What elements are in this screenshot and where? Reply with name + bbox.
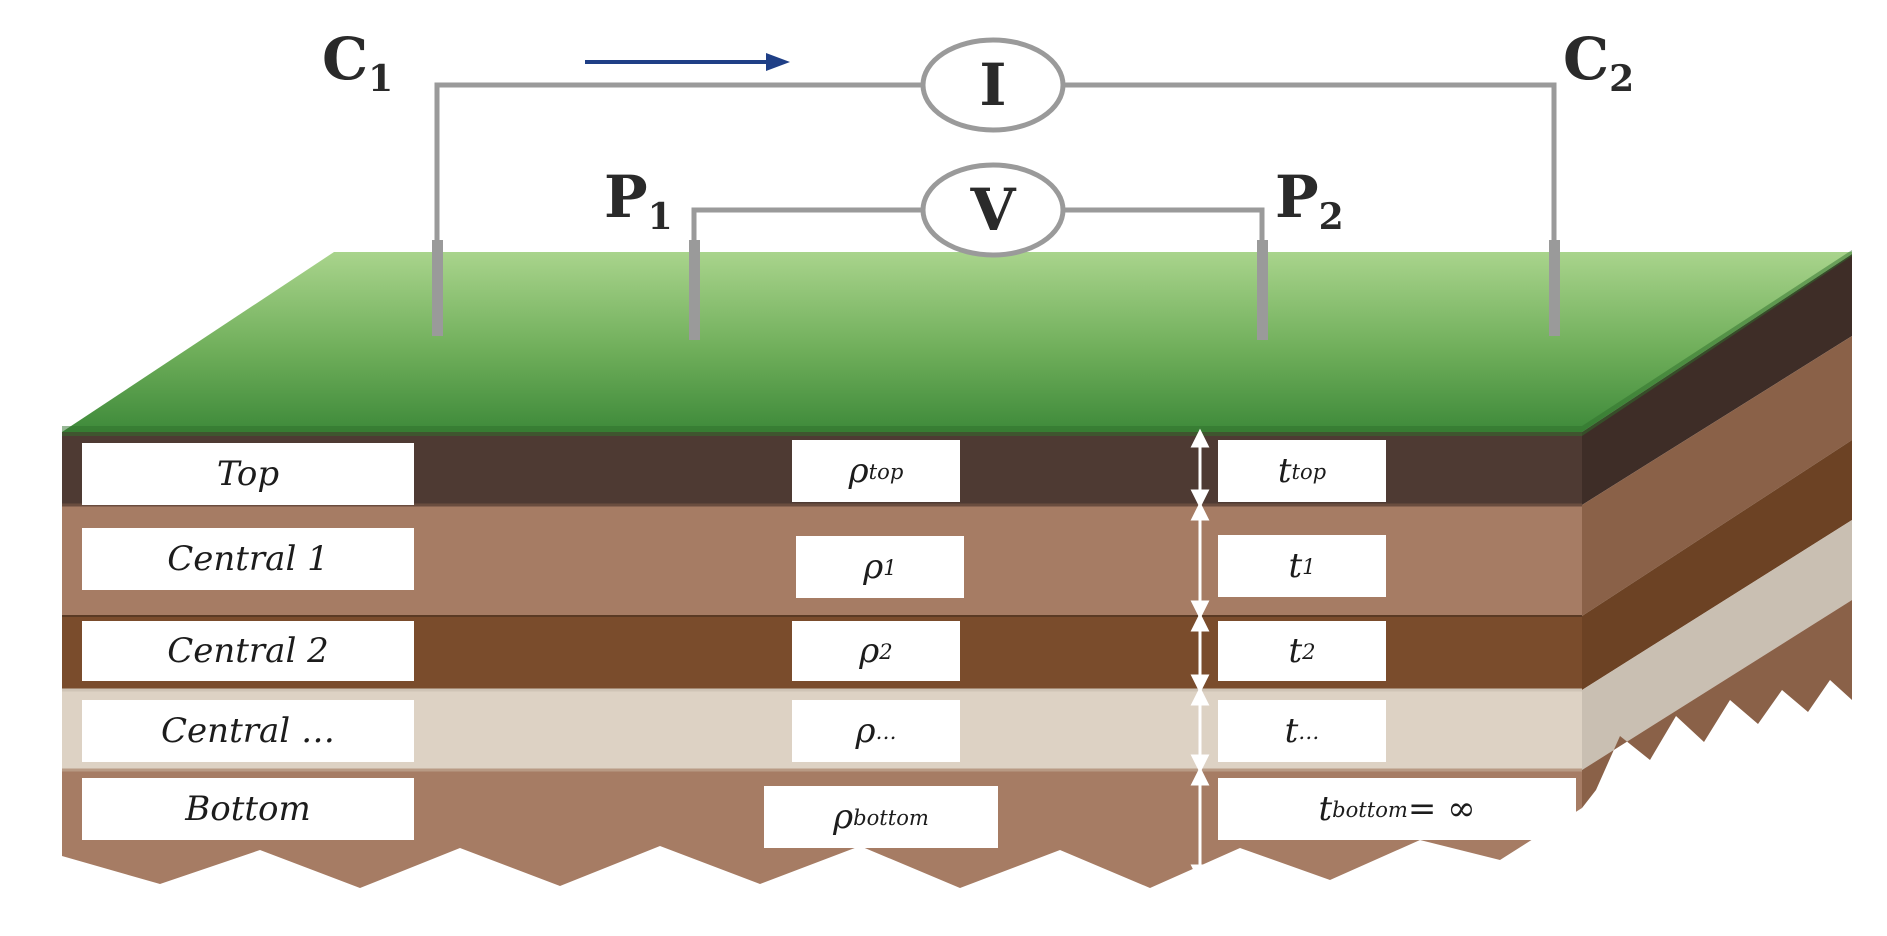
side-layer-bottom (1582, 600, 1852, 808)
ammeter-label: I (979, 51, 1007, 119)
thickness-label-central-dots: t… (1218, 700, 1386, 762)
layer-name-central-2: Central 2 (82, 621, 414, 681)
electrode-spike-p2 (1257, 240, 1268, 340)
electrode-spike-p1 (689, 240, 700, 340)
resistivity-label-central-dots: ρ… (792, 700, 960, 762)
grass-surface (62, 252, 1852, 432)
current-direction-arrow (585, 53, 790, 71)
layer-name-central-dots: Central … (82, 700, 414, 762)
voltmeter-label: V (970, 176, 1016, 244)
electrode-spike-c1 (432, 240, 443, 336)
layer-name-central-1: Central 1 (82, 528, 414, 590)
electrode-spikes (432, 240, 1560, 340)
side-layer-central-dots (1582, 520, 1852, 770)
ammeter-circle (920, 37, 1066, 133)
side-layer-central-2 (1582, 440, 1852, 690)
electrode-label-c2: C2 (1563, 25, 1635, 100)
block-side-face (1582, 254, 1852, 808)
electrode-label-p1: P1 (604, 163, 673, 238)
layer-name-top: Top (82, 443, 414, 505)
side-layer-central-1 (1582, 336, 1852, 616)
side-layer-top (1582, 254, 1852, 505)
layer-name-bottom: Bottom (82, 778, 414, 840)
voltmeter-circle (920, 162, 1066, 258)
electrode-label-p2: P2 (1275, 163, 1344, 238)
thickness-arrows (1190, 428, 1210, 884)
electrode-spike-c2 (1549, 240, 1560, 336)
electrode-label-c1: C1 (322, 25, 394, 100)
